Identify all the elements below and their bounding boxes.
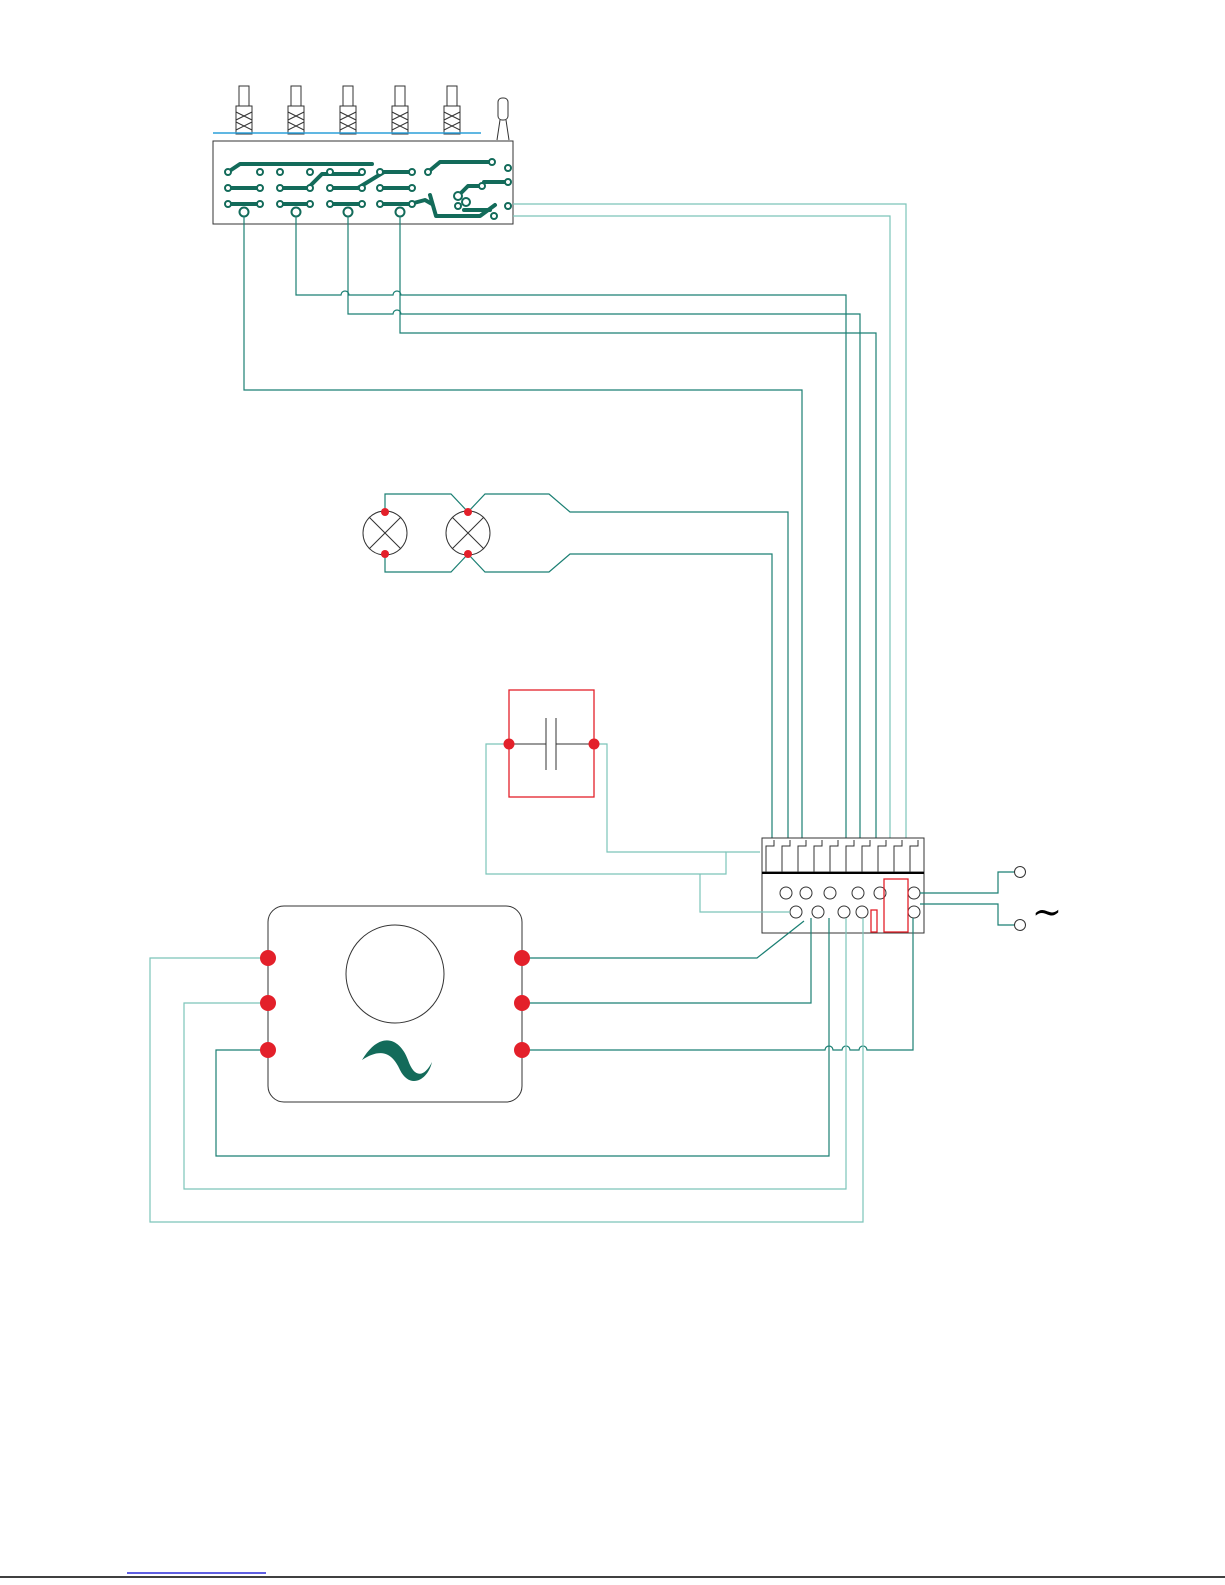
motor-rotor-icon <box>346 925 444 1023</box>
terminal-dot <box>260 995 276 1011</box>
push-button-1[interactable] <box>236 86 252 134</box>
switch-board <box>213 86 513 224</box>
pilot-led-icon <box>497 98 509 140</box>
terminal-dot <box>381 508 389 516</box>
push-button-4[interactable] <box>392 86 408 134</box>
terminal-dot <box>260 1042 276 1058</box>
terminal-dot <box>464 550 472 558</box>
lamp-icon <box>363 511 407 555</box>
indicator-lamps <box>363 494 788 845</box>
push-button-2[interactable] <box>288 86 304 134</box>
capacitor <box>486 690 760 874</box>
push-button-3[interactable] <box>340 86 356 134</box>
terminal-dot <box>514 1042 530 1058</box>
ac-symbol-icon: ~ <box>1032 892 1062 933</box>
terminal-block <box>762 838 924 933</box>
terminal-dot <box>589 739 600 750</box>
motor <box>268 906 522 1102</box>
terminal-dot <box>381 550 389 558</box>
mains-terminal <box>1015 867 1026 878</box>
push-button-5[interactable] <box>444 86 460 134</box>
terminal-dot <box>464 508 472 516</box>
terminal-dot <box>514 950 530 966</box>
switch-wires <box>244 204 906 845</box>
mains-terminal <box>1015 920 1026 931</box>
terminal-dot <box>504 739 515 750</box>
lamp-icon <box>446 511 490 555</box>
ac-supply: ~ <box>920 867 1062 934</box>
terminal-dot <box>514 995 530 1011</box>
terminal-dot <box>260 950 276 966</box>
